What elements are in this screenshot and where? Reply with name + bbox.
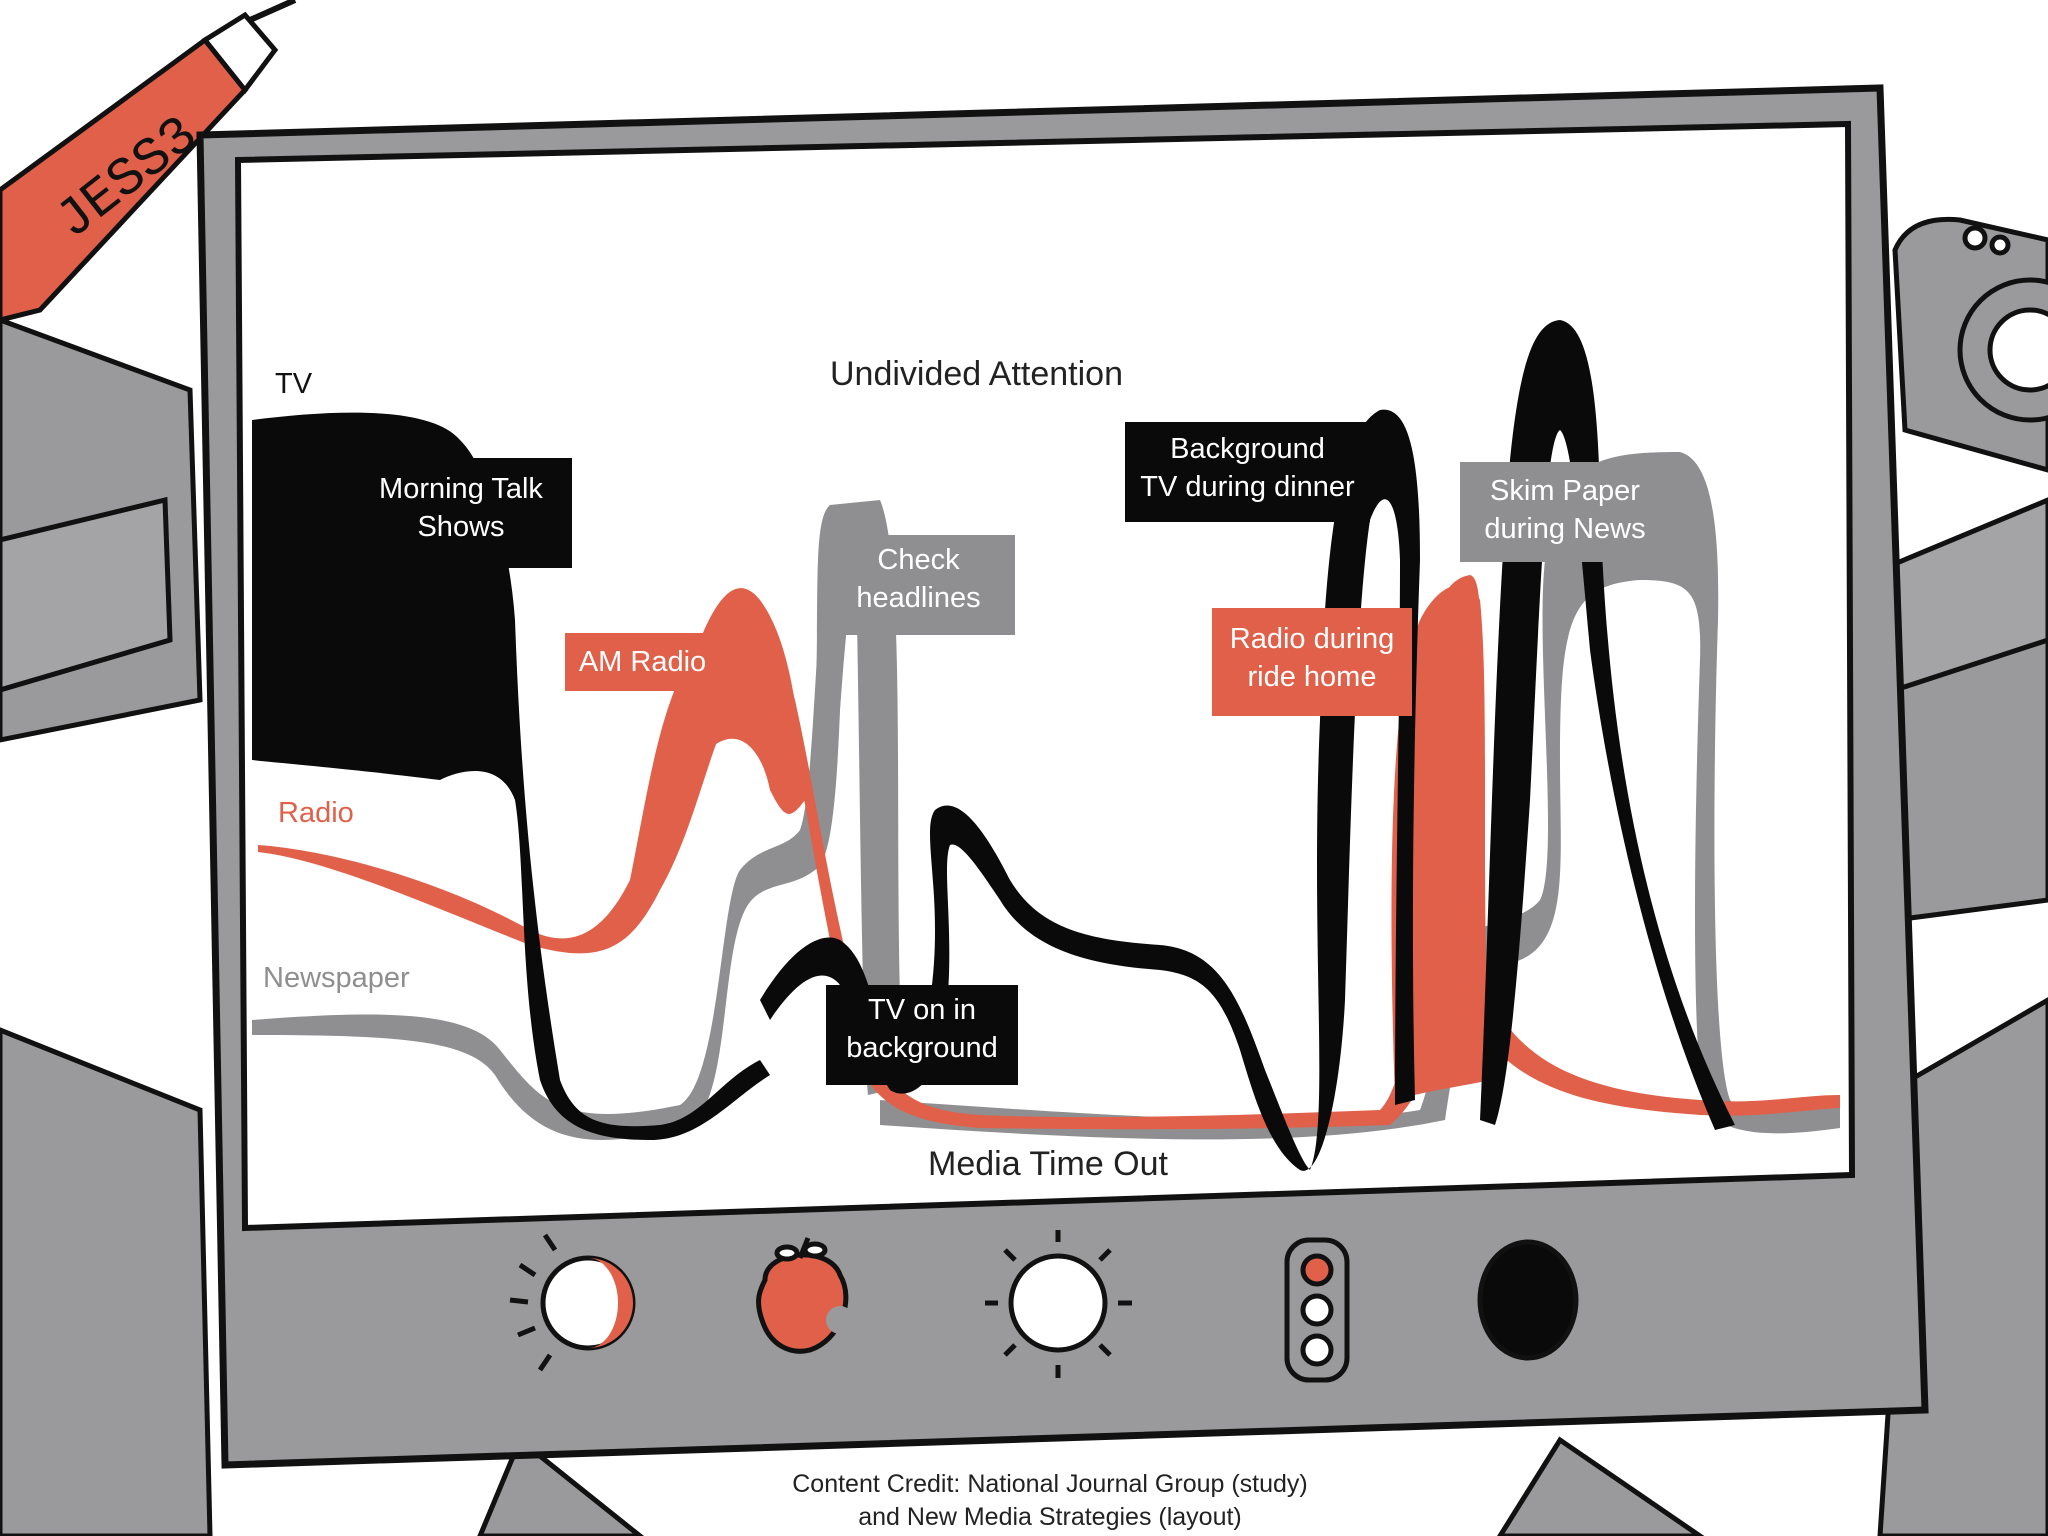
sun-icon (985, 1230, 1132, 1378)
callout-line: TV during dinner (1140, 471, 1355, 503)
traffic-light-icon (1284, 1237, 1350, 1383)
callout-tv-background: TV on in background (826, 985, 1018, 1085)
full-moon-icon (1477, 1239, 1579, 1361)
callout-line: Background (1170, 433, 1325, 465)
callout-skim-paper: Skim Paper during News (1460, 462, 1670, 562)
apple-icon (756, 1237, 854, 1354)
pen-logo (0, 0, 297, 323)
callout-line: during News (1484, 513, 1646, 545)
credit-line-1: Content Credit: National Journal Group (… (792, 1470, 1308, 1498)
left-envelope (0, 496, 173, 693)
bottom-right-bg (1497, 1436, 1705, 1536)
callout-line: Morning Talk (379, 473, 543, 505)
series-label-newspaper: Newspaper (263, 962, 410, 994)
left-lower-bg (0, 1027, 213, 1536)
credit-line-2: and New Media Strategies (layout) (858, 1503, 1242, 1531)
tv-morning-block (252, 412, 770, 1140)
callout-line: Check (877, 544, 960, 576)
series-label-tv: TV (275, 368, 313, 400)
radio-ride-home (1391, 584, 1490, 1100)
callout-line: TV on in (868, 994, 976, 1026)
callout-line: ride home (1247, 661, 1377, 693)
callout-check-headlines: Check headlines (822, 535, 1015, 635)
callout-line: Radio during (1229, 623, 1395, 655)
content-credit: Content Credit: National Journal Group (… (700, 1468, 1400, 1534)
bottom-axis-label: Media Time Out (928, 1145, 1168, 1183)
time-icons (509, 1230, 1579, 1383)
camera-icon (1892, 216, 2048, 473)
crescent-moon-icon (509, 1233, 636, 1372)
callout-line: Shows (417, 511, 505, 543)
callout-radio-ride-home: Radio during ride home (1212, 608, 1412, 716)
bottom-left-bg (477, 1435, 645, 1536)
top-axis-label: Undivided Attention (830, 355, 1123, 393)
callout-bg-tv-dinner: Background TV during dinner (1125, 422, 1370, 522)
callout-line: AM Radio (578, 646, 707, 678)
radio-am-hump (630, 588, 805, 890)
callout-line: Skim Paper (1490, 475, 1640, 507)
callout-line: background (846, 1032, 998, 1064)
callout-am-radio: AM Radio (565, 633, 720, 691)
callout-morning-talk: Morning Talk Shows (350, 458, 572, 568)
series-label-radio: Radio (278, 797, 354, 829)
callout-line: headlines (856, 582, 981, 614)
